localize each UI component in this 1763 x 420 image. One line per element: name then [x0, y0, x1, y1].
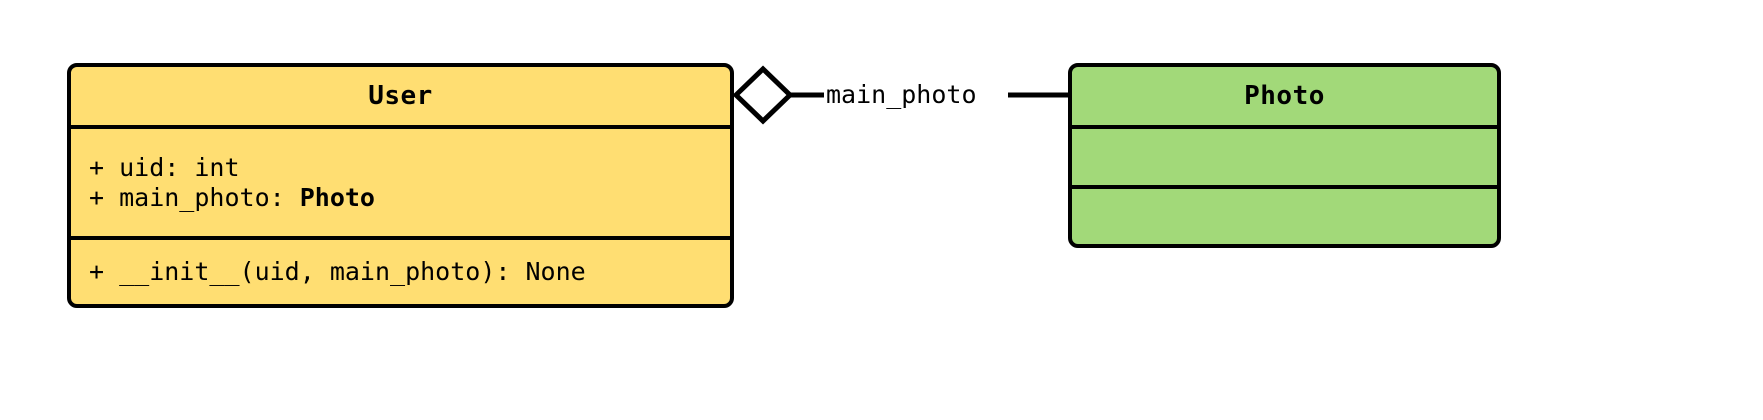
aggregation-diamond-icon [732, 65, 794, 125]
uml-class-photo-attributes [1072, 125, 1497, 185]
uml-class-user[interactable]: User + uid: int + main_photo: Photo + __… [67, 63, 734, 308]
uml-attribute-uid: + uid: int [89, 152, 240, 182]
uml-class-user-title: User [368, 81, 433, 111]
aggregation-label: main_photo [824, 80, 979, 110]
uml-class-user-methods: + __init__(uid, main_photo): None [71, 236, 730, 304]
uml-class-photo-title: Photo [1244, 81, 1325, 111]
uml-attribute-main-photo-label: + main_photo: [89, 182, 300, 212]
uml-attribute-main-photo-type: Photo [299, 182, 375, 212]
uml-class-user-attributes: + uid: int + main_photo: Photo [71, 125, 730, 236]
uml-attribute-main-photo: + main_photo: Photo [89, 183, 712, 213]
uml-method-init: + __init__(uid, main_photo): None [89, 257, 586, 286]
uml-class-photo-methods [1072, 185, 1497, 244]
uml-class-photo[interactable]: Photo [1068, 63, 1501, 248]
